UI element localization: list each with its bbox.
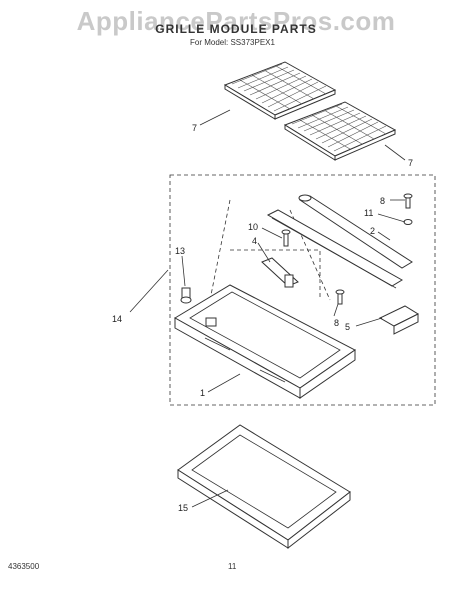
screw-10 (281, 229, 291, 247)
drip-pan (177, 424, 351, 550)
callout-labels: 7 7 8 11 2 10 4 13 14 8 5 1 15 (112, 123, 413, 513)
electrode-assembly (261, 257, 299, 288)
callout-1: 1 (200, 388, 205, 398)
callout-13: 13 (175, 246, 185, 256)
callout-5: 5 (345, 322, 350, 332)
callout-7-left: 7 (192, 123, 197, 133)
callout-2: 2 (370, 226, 375, 236)
callout-4: 4 (252, 236, 257, 246)
callout-8-lower: 8 (334, 318, 339, 328)
grill-pan (174, 284, 356, 399)
washer-11 (403, 219, 413, 225)
watermark: AppliancePartsPros.com (76, 6, 396, 36)
fastener-13 (180, 287, 192, 304)
screw-8-lower (335, 289, 345, 305)
page-number: 11 (228, 562, 237, 571)
callout-15: 15 (178, 503, 188, 513)
module-boundary (169, 174, 436, 406)
callout-11: 11 (364, 208, 373, 218)
callout-7-right: 7 (408, 158, 413, 168)
mounting-bracket-5 (378, 305, 420, 335)
leader-lines (129, 109, 406, 508)
model-line: For Model: SS373PEX1 (190, 38, 275, 47)
grill-grate-left (223, 61, 337, 120)
callout-14: 14 (112, 314, 122, 324)
burner-tube (298, 194, 413, 269)
callout-8-top: 8 (380, 196, 385, 206)
doc-number: 4363500 (8, 562, 40, 571)
screw-8-top (403, 193, 413, 209)
grill-grate-right (283, 101, 397, 161)
page-title: GRILLE MODULE PARTS (155, 22, 317, 36)
callout-10: 10 (248, 222, 258, 232)
burner-bracket (266, 209, 403, 289)
